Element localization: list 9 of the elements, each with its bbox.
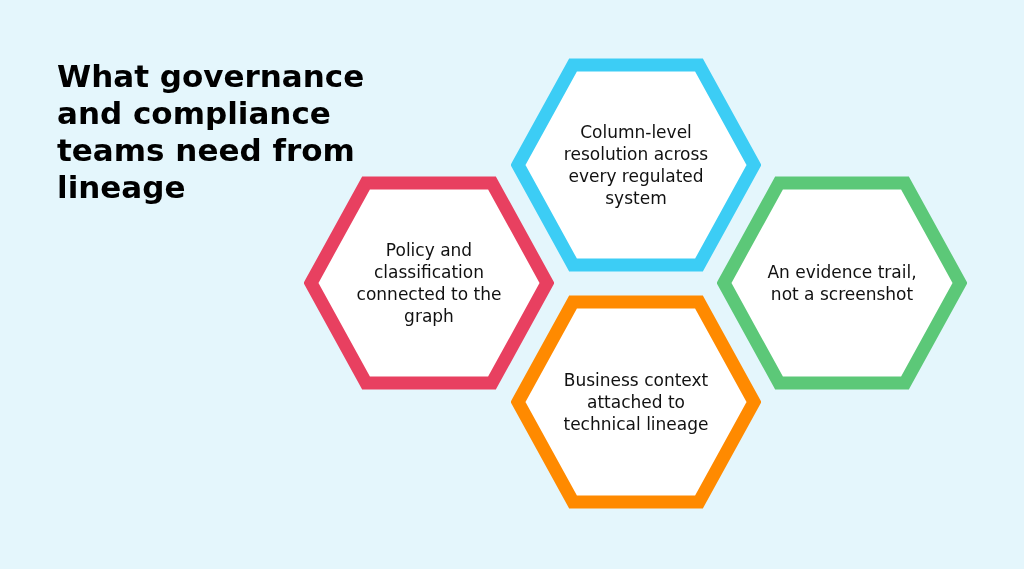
title: What governance and compliance teams need from lineage [57, 58, 366, 206]
card-text: Business context attached to technical lineage [562, 369, 710, 435]
hexagon-card [511, 58, 761, 272]
card-text: Column-level resolution across every regulated system [562, 121, 710, 209]
hexagon-card [511, 295, 761, 509]
card-text: Policy and classification connected to the graph [355, 239, 503, 327]
hexagon-card [304, 176, 554, 390]
hexagon-card [717, 176, 967, 390]
card-text: An evidence trail, not a screenshot [767, 261, 917, 305]
